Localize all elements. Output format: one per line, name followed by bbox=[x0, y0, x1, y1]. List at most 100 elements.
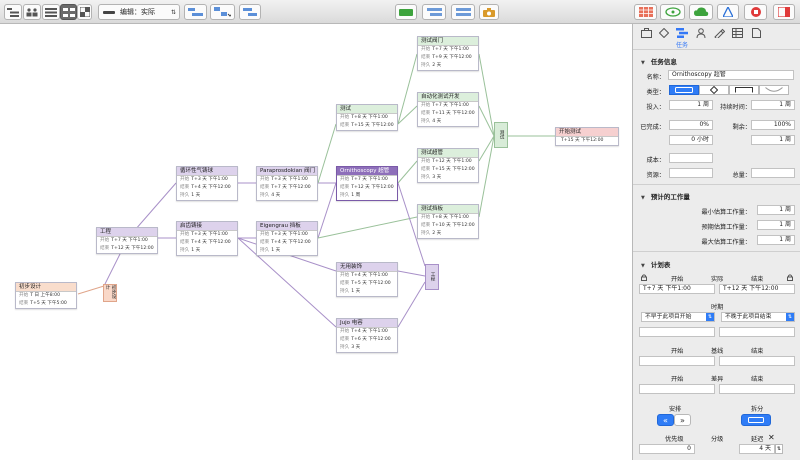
baseline-icon[interactable] bbox=[239, 4, 261, 20]
task-name-field[interactable]: Ornithoscopy 超管 bbox=[668, 70, 794, 80]
style-view-icon[interactable] bbox=[77, 4, 92, 20]
task-node-row-value: T+8 天 下午1:00 bbox=[351, 115, 388, 120]
type-group-button[interactable] bbox=[729, 85, 759, 95]
ungroup-icon[interactable] bbox=[451, 4, 475, 20]
list-view-icon[interactable] bbox=[42, 4, 60, 20]
end-lock-icon[interactable] bbox=[787, 274, 793, 283]
not-before-date-field[interactable] bbox=[639, 327, 715, 337]
task-node-row-value: T+3 天 下午1:00 bbox=[191, 177, 228, 182]
type-task-button[interactable] bbox=[669, 85, 699, 95]
network-view-icon[interactable] bbox=[60, 4, 77, 20]
not-after-date-field[interactable] bbox=[719, 327, 795, 337]
type-hammock-button[interactable] bbox=[759, 85, 789, 95]
milestone-tab-icon[interactable] bbox=[658, 27, 670, 39]
task-node-title: 测试挡板 bbox=[418, 205, 478, 214]
type-milestone-button[interactable] bbox=[699, 85, 729, 95]
task-tab-label[interactable]: 任务 bbox=[675, 42, 688, 49]
remaining-hours-field[interactable]: 0 小时 bbox=[669, 135, 713, 145]
task-info-header[interactable]: 任务信息 bbox=[633, 56, 800, 66]
edit-mode-select[interactable]: 编辑：实际 ⇅ bbox=[98, 4, 180, 20]
task-node-row-key: 持久 bbox=[421, 119, 431, 124]
resource-field[interactable] bbox=[669, 168, 713, 178]
start-lock-icon[interactable] bbox=[641, 274, 647, 283]
max-estimate-field[interactable]: 1 周 bbox=[757, 235, 795, 245]
document-tab-icon[interactable] bbox=[750, 27, 762, 39]
add-milestone-icon[interactable] bbox=[395, 4, 417, 20]
remaining-weeks-field[interactable]: 1 周 bbox=[751, 135, 795, 145]
estimate-header[interactable]: 预计的工作量 bbox=[633, 191, 800, 201]
priority-field[interactable]: 0 bbox=[639, 444, 695, 454]
complete-field[interactable]: 0% bbox=[669, 120, 713, 130]
expected-estimate-field[interactable]: 1 周 bbox=[757, 220, 795, 230]
cloud-publish-icon[interactable] bbox=[689, 4, 713, 20]
level-resources-icon[interactable] bbox=[717, 4, 739, 20]
actual-start-field[interactable]: T+7 天 下午1:00 bbox=[639, 284, 715, 294]
resource-tab-icon[interactable] bbox=[695, 27, 707, 39]
calendar-icon[interactable] bbox=[634, 4, 657, 20]
task-node-row-key: 结束 bbox=[340, 185, 350, 190]
total-field[interactable] bbox=[751, 168, 795, 178]
task-node-row-value: T+12 天 下午1:00 bbox=[432, 159, 472, 164]
group-end-node[interactable]: 测试 bbox=[494, 122, 508, 148]
not-before-select[interactable]: 不早于此项目开始 ⇅ bbox=[641, 312, 715, 322]
group-end-node[interactable]: 初步设计 bbox=[103, 284, 117, 302]
table-tab-icon[interactable] bbox=[731, 27, 743, 39]
arrange-earlier-button[interactable]: « bbox=[657, 414, 674, 426]
variance-start-field[interactable] bbox=[639, 384, 715, 394]
resource-view-icon[interactable] bbox=[23, 4, 41, 20]
remaining-field[interactable]: 100% bbox=[751, 120, 795, 130]
duration-field[interactable]: 1 周 bbox=[751, 100, 795, 110]
arrange-later-button[interactable]: » bbox=[674, 414, 691, 426]
reschedule-icon[interactable] bbox=[660, 4, 685, 20]
task-node-row-key: 持久 bbox=[421, 63, 431, 68]
group-icon[interactable] bbox=[422, 4, 446, 20]
cost-field[interactable] bbox=[669, 153, 713, 163]
baseline-label: 基线 bbox=[711, 348, 724, 355]
camera-icon[interactable] bbox=[479, 4, 499, 20]
task-node-row-value: T+10 天 下午12:00 bbox=[432, 223, 475, 228]
baseline-start-field[interactable] bbox=[639, 356, 715, 366]
min-estimate-field[interactable]: 1 周 bbox=[757, 205, 795, 215]
task-tab-icon[interactable] bbox=[676, 27, 688, 39]
variance-end-field[interactable] bbox=[719, 384, 795, 394]
actual-header: 实际 bbox=[711, 276, 724, 283]
outline-view-icon[interactable] bbox=[4, 4, 22, 20]
style-tab-icon[interactable] bbox=[713, 27, 725, 39]
connect-tasks-icon[interactable] bbox=[210, 4, 235, 20]
indent-icon[interactable] bbox=[184, 4, 207, 20]
not-after-select[interactable]: 不晚于此项目结束 ⇅ bbox=[721, 312, 795, 322]
schedule-header[interactable]: 计划表 bbox=[633, 259, 800, 269]
project-tab-icon[interactable] bbox=[640, 27, 652, 39]
delay-stepper[interactable]: ⇅ bbox=[775, 444, 783, 454]
delay-field[interactable]: 4 天 bbox=[739, 444, 775, 454]
group-end-node[interactable]: 工程 bbox=[425, 264, 439, 290]
baseline-end-field[interactable] bbox=[719, 356, 795, 366]
stop-icon[interactable] bbox=[744, 4, 767, 20]
clear-delay-icon[interactable]: ✕ bbox=[768, 433, 775, 442]
inspector-toggle-icon[interactable] bbox=[773, 4, 795, 20]
split-button[interactable] bbox=[741, 414, 771, 426]
task-node-row-key: 结束 bbox=[421, 111, 431, 116]
effort-field[interactable]: 1 周 bbox=[669, 100, 713, 110]
actual-end-field[interactable]: T+12 天 下午12:00 bbox=[719, 284, 795, 294]
